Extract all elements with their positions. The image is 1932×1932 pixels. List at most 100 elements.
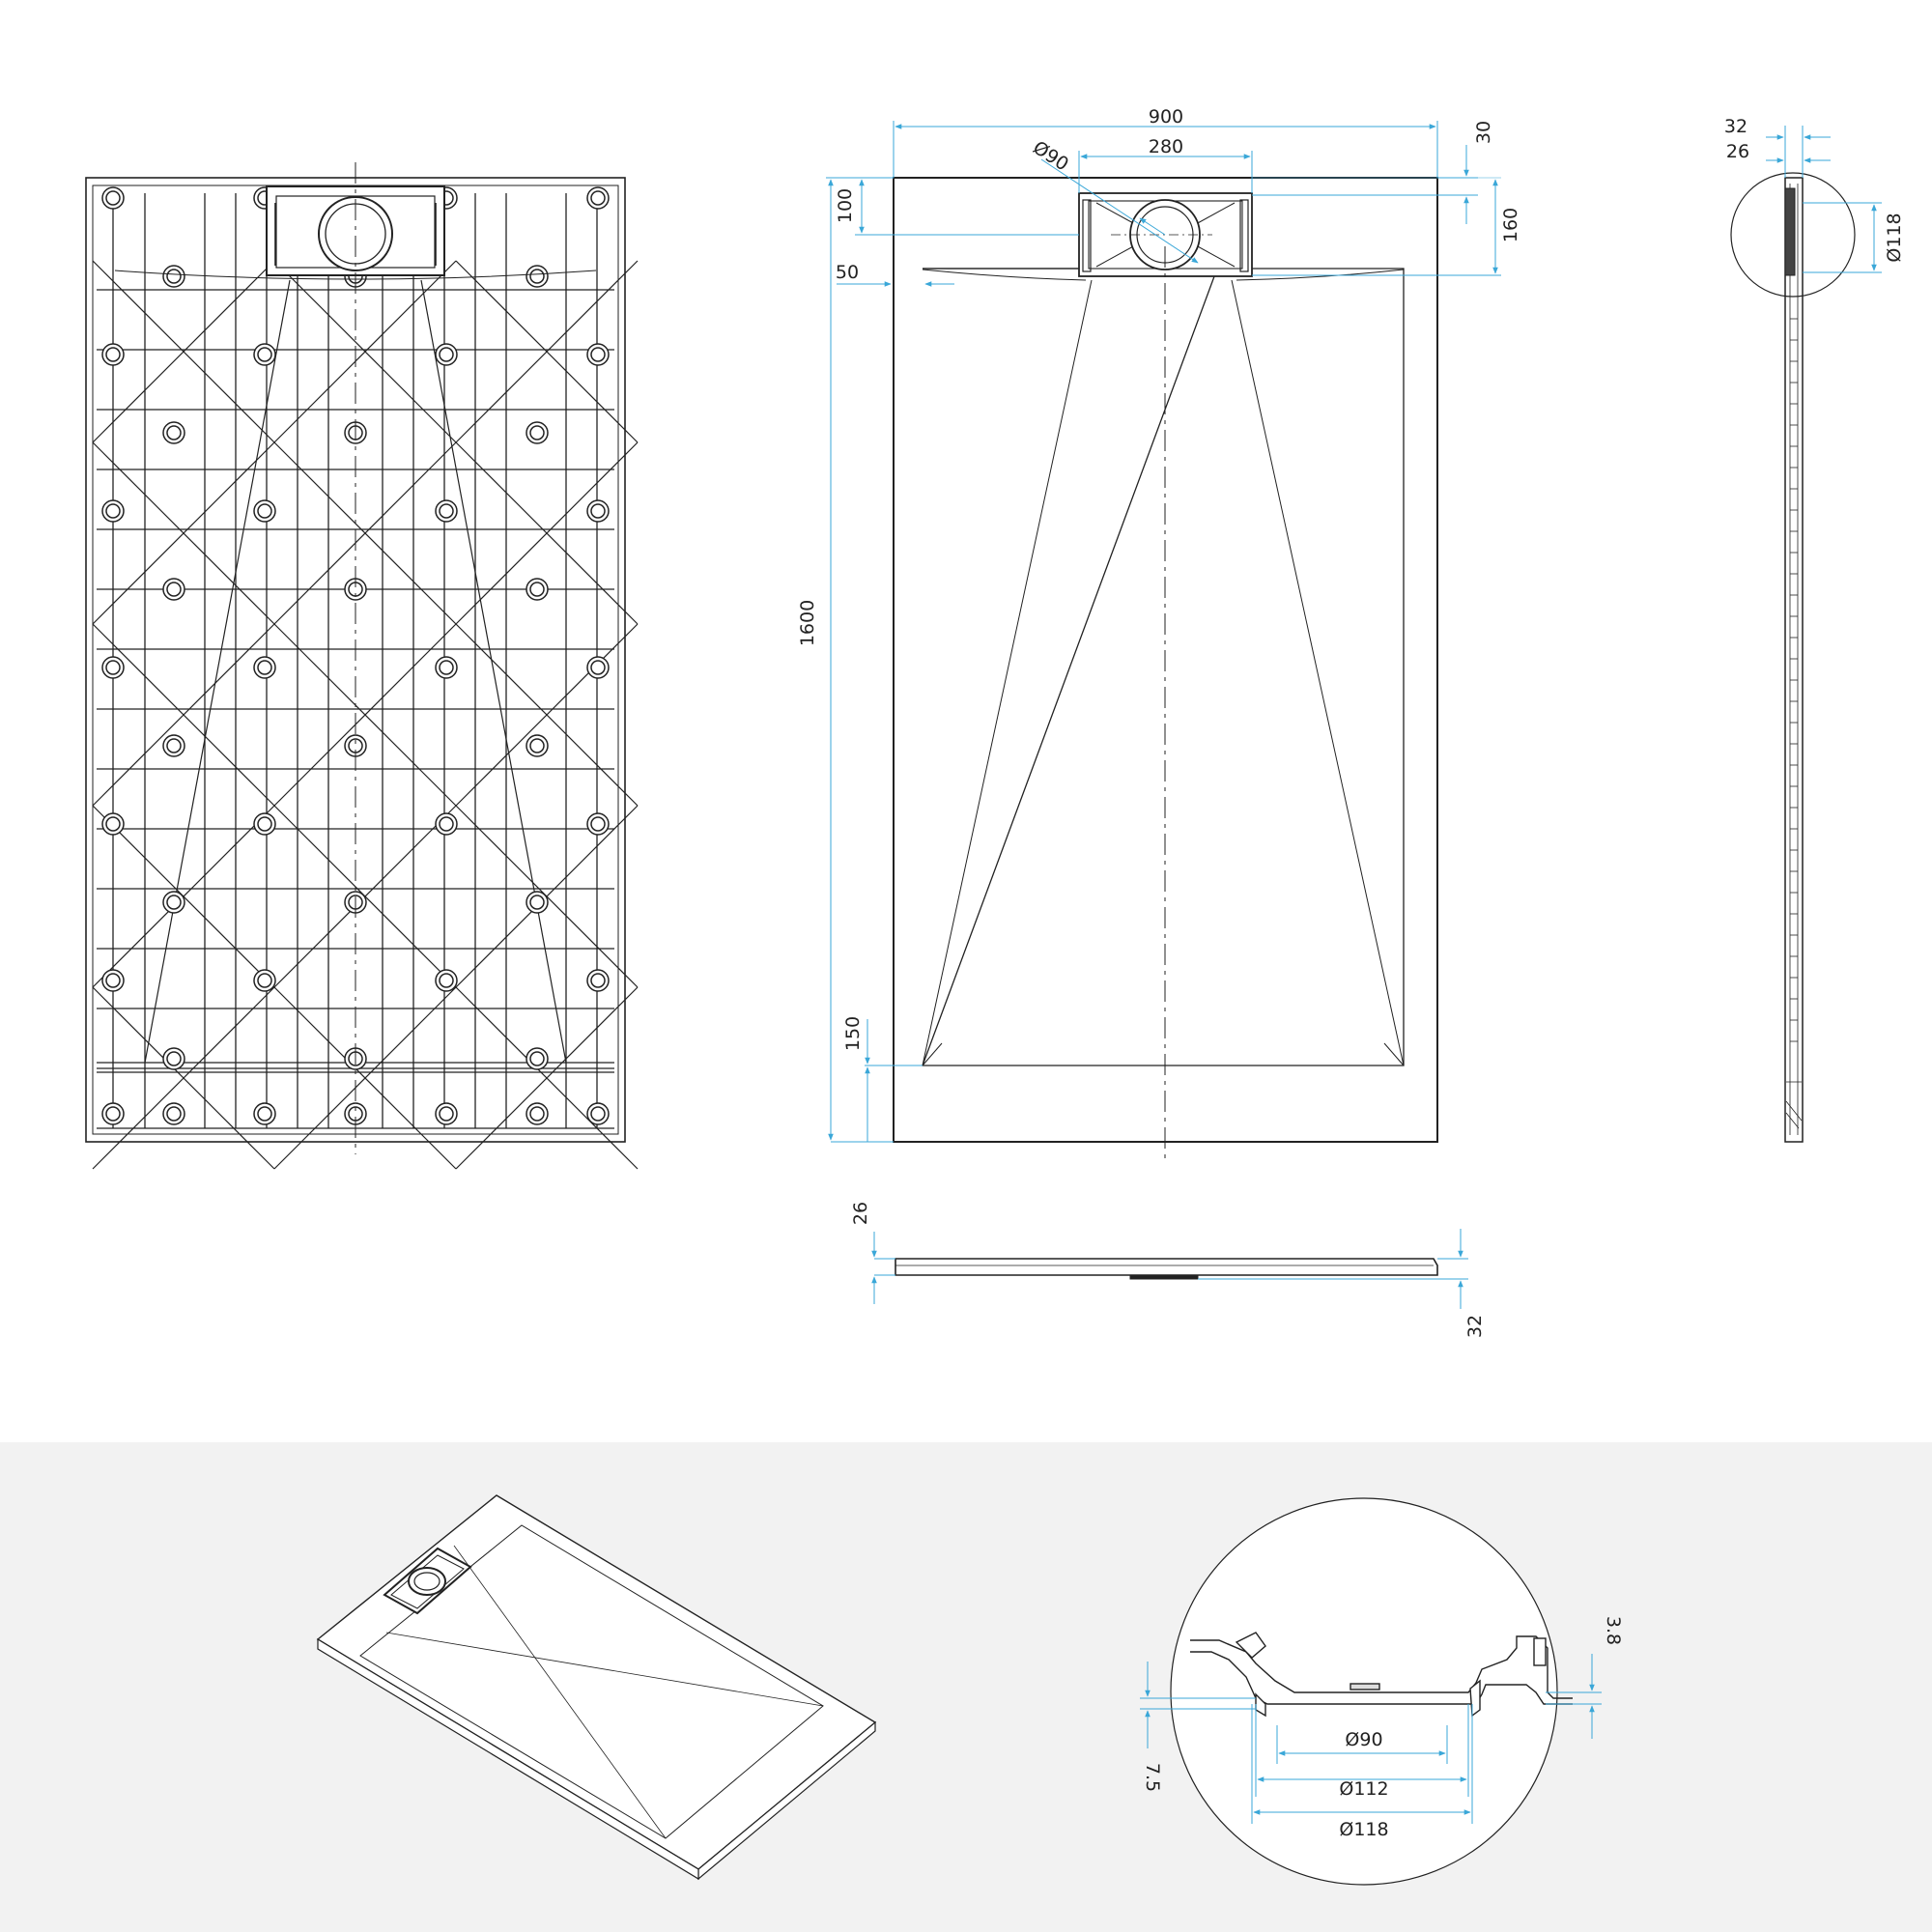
dim-width: 900 [1149, 106, 1183, 128]
support-foot [526, 734, 549, 757]
side-profile-view [1730, 172, 1856, 1143]
dim-side-border: 50 [836, 262, 859, 283]
support-foot-inner [590, 190, 606, 206]
support-foot [586, 499, 610, 523]
detail-circle [1170, 1497, 1558, 1886]
support-foot [435, 1102, 458, 1125]
dim-drain-depth: 160 [1500, 208, 1521, 242]
side-detail-circle [1730, 172, 1856, 298]
support-foot [586, 186, 610, 210]
detail-profile [1190, 1632, 1573, 1718]
detail-middle-diameter: Ø112 [1339, 1778, 1388, 1800]
rib-diagonal [92, 986, 275, 1170]
side-detail-diameter: Ø118 [1884, 213, 1905, 262]
support-foot [101, 343, 125, 366]
detail-section: Ø90 Ø112 Ø118 3.8 7.5 [1140, 1497, 1624, 1886]
support-foot-inner [529, 738, 545, 753]
dim-drain-width: 280 [1149, 136, 1183, 157]
support-foot [162, 1102, 185, 1125]
rib-diagonal [273, 986, 457, 1170]
detail-drop: 7.5 [1142, 1763, 1163, 1792]
support-foot-inner [257, 660, 272, 675]
support-foot [253, 1102, 276, 1125]
front-thickness-view [895, 1258, 1438, 1280]
dim-drain-diameter: Ø90 [1029, 137, 1072, 176]
rib-diagonal [273, 441, 457, 625]
rib-diagonal [273, 260, 457, 443]
support-foot-inner [105, 660, 121, 675]
top-view-dimensions [826, 121, 1501, 1143]
detail-dimensions [1140, 1654, 1602, 1824]
rib-diagonal [455, 441, 639, 625]
tray-profile [895, 1258, 1438, 1276]
support-foot [162, 265, 185, 288]
dim-edge-thickness: 26 [850, 1202, 871, 1225]
support-foot [586, 1102, 610, 1125]
support-foot-inner [166, 1051, 182, 1066]
detail-inner-diameter: Ø90 [1345, 1729, 1382, 1750]
support-foot [586, 969, 610, 992]
underside-drain-outlet [318, 196, 393, 271]
support-foot [526, 265, 549, 288]
support-foot-inner [590, 660, 606, 675]
detail-outer-diameter: Ø118 [1339, 1819, 1388, 1840]
detail-top-step: 3.8 [1603, 1616, 1624, 1645]
support-foot-inner [439, 660, 454, 675]
support-foot-inner [257, 973, 272, 988]
support-foot [162, 734, 185, 757]
support-foot-inner [105, 503, 121, 519]
support-foot-inner [105, 816, 121, 832]
support-foot [101, 186, 125, 210]
side-thickness-edge: 26 [1726, 141, 1749, 162]
support-foot-inner [529, 895, 545, 910]
support-foot-inner [166, 425, 182, 440]
rib-diagonal [92, 441, 275, 625]
dim-top-offset: 30 [1473, 121, 1494, 144]
support-foot [101, 812, 125, 836]
support-feet [101, 186, 610, 1125]
support-foot [101, 656, 125, 679]
support-foot-inner [529, 582, 545, 597]
support-foot-inner [439, 347, 454, 362]
dim-length: 1600 [797, 600, 818, 646]
support-foot [253, 812, 276, 836]
support-foot-inner [166, 582, 182, 597]
support-foot [162, 1047, 185, 1070]
support-foot-inner [439, 816, 454, 832]
support-foot [586, 343, 610, 366]
support-foot-inner [590, 973, 606, 988]
top-view [893, 177, 1438, 1159]
underside-view [85, 162, 639, 1170]
support-foot [586, 656, 610, 679]
side-thickness-total: 32 [1724, 116, 1747, 137]
rib-diagonal [273, 623, 457, 807]
support-foot-inner [590, 816, 606, 832]
support-foot-inner [529, 269, 545, 284]
support-foot-inner [439, 503, 454, 519]
support-foot [526, 1102, 549, 1125]
side-profile-dimensions [1766, 126, 1882, 273]
support-foot [253, 499, 276, 523]
side-profile-labels: 32 26 Ø118 [1724, 116, 1905, 263]
support-foot [526, 891, 549, 914]
support-foot-inner [257, 1106, 272, 1122]
front-thickness-dimensions [871, 1229, 1468, 1309]
support-foot [101, 1102, 125, 1125]
support-foot-inner [529, 1106, 545, 1122]
support-foot [526, 1047, 549, 1070]
support-foot [435, 499, 458, 523]
support-foot-inner [257, 816, 272, 832]
support-foot [101, 499, 125, 523]
support-foot-inner [166, 269, 182, 284]
support-foot [435, 343, 458, 366]
support-foot-inner [166, 895, 182, 910]
detail-labels: Ø90 Ø112 Ø118 3.8 7.5 [1142, 1616, 1624, 1840]
support-foot [101, 969, 125, 992]
support-foot-inner [105, 190, 121, 206]
support-foot [435, 812, 458, 836]
support-rib-diagonals [92, 260, 639, 1170]
support-foot [586, 812, 610, 836]
dim-drain-offset: 100 [835, 188, 856, 223]
support-foot [253, 343, 276, 366]
